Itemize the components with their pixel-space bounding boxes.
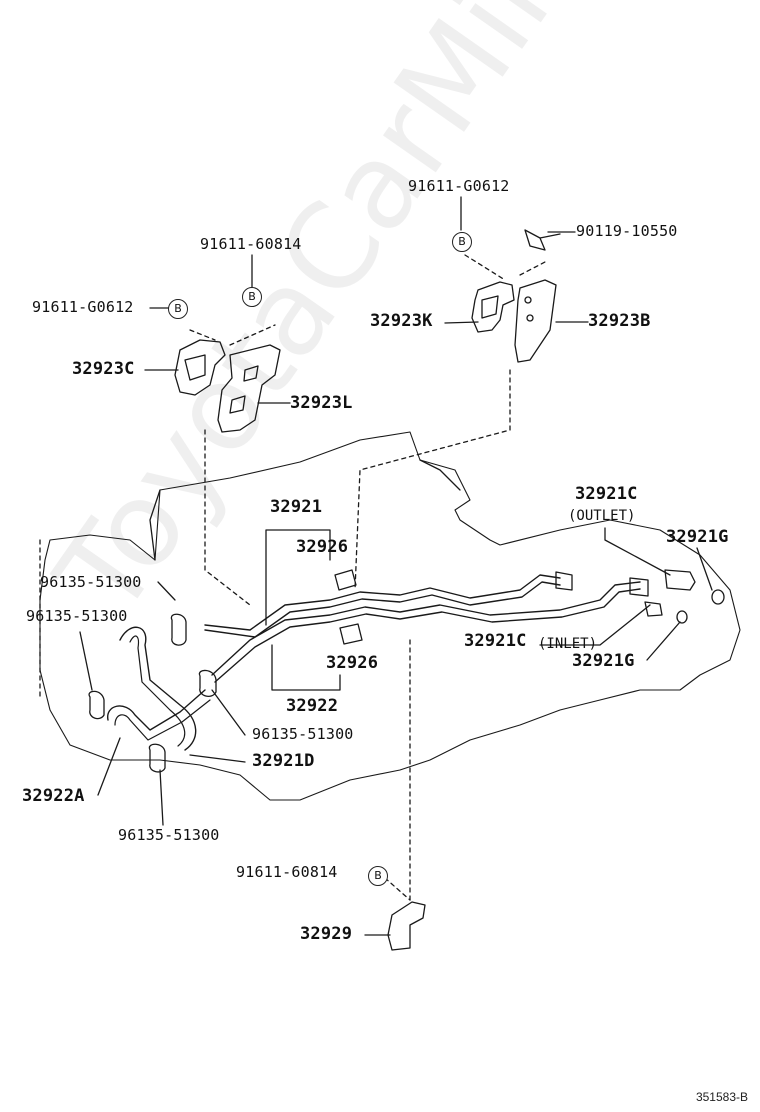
note-outlet: (OUTLET) [568,508,636,524]
dashed-leader-bottom-bolt [384,877,411,901]
bracket-32923b [514,279,557,363]
label-32923k: 32923K [370,311,433,331]
bracket-32923b-hole2 [526,314,534,322]
clamp-c [198,669,217,698]
label-32921c-inlet: 32921C [464,631,527,651]
leader-32921 [265,529,331,626]
label-32922a: 32922A [22,786,85,806]
clamp-a [170,613,187,646]
label-32923c: 32923C [72,359,135,379]
label-32921g-lower: 32921G [572,651,635,671]
sleeve-32926-upper [334,569,357,591]
clamp-d [148,743,166,773]
bracket-32923c-inner [184,354,206,381]
leader-96135-c [211,689,246,736]
label-96135-51300-b: 96135-51300 [26,607,128,625]
bracket-32923k-inner [481,295,499,319]
note-inlet: (INLET) [538,636,598,652]
catalog-code: 351583-B [695,1090,748,1104]
label-32929: 32929 [300,924,353,944]
label-91611-g0612-right: 91611-G0612 [408,177,510,195]
bracket-32929 [387,901,426,951]
dashed-leader-left-3 [189,329,216,341]
pipe-32922-bottom [214,588,641,683]
label-32921: 32921 [270,497,323,517]
leader-32921d [189,754,246,763]
label-32926-upper: 32926 [296,537,349,557]
engine-outline [39,431,741,801]
label-96135-51300-c: 96135-51300 [252,725,354,743]
engine-detail-1 [419,459,461,491]
bolt-marker-b-bottom: B [368,866,388,886]
engine-inner-line [149,489,161,561]
bolt-marker-b-left: B [168,299,188,319]
bracket-32923k [471,281,515,333]
bracket-32923b-hole1 [524,296,532,304]
label-32923b: 32923B [588,311,651,331]
bolt-marker-b-right: B [452,232,472,252]
fitting-32921c-inlet-b [644,601,663,617]
hose-32921d [119,626,197,751]
oring-32921g-lower [676,610,688,624]
sleeve-32926-lower [339,623,363,645]
bracket-32923l-slot [243,365,259,382]
fitting-32921c-outlet-b [664,569,696,591]
leader-32923k [444,321,479,324]
hose-32922a-inner [114,699,211,741]
leader-96135-d [159,769,164,826]
dashed-leader-left-2 [229,324,276,346]
pipe-32921-top [204,574,561,631]
label-91611-60814-top: 91611-60814 [200,235,302,253]
label-96135-51300-a: 96135-51300 [40,573,142,591]
label-96135-51300-d: 96135-51300 [118,826,220,844]
fitting-32921c-inlet-a [629,577,649,597]
fitting-32921c-outlet [555,571,573,591]
label-32921c-outlet: 32921C [575,484,638,504]
bracket-32923c [174,339,226,396]
pipe-32922-top [211,581,641,676]
leader-32921g-lower [646,621,681,661]
dashed-leader-right-1 [354,369,511,591]
dashed-leader-left-1 [204,429,251,606]
leader-32922a [97,737,121,796]
leader-32921c-outlet [604,527,671,576]
label-91611-60814-bottom: 91611-60814 [236,863,338,881]
leader-96135-a [157,581,176,601]
hose-32922a [107,689,206,731]
label-32921d: 32921D [252,751,315,771]
label-32926-lower: 32926 [326,653,379,673]
bolt-90119 [524,229,561,251]
label-32923l: 32923L [290,393,353,413]
dashed-leader-right-3 [519,261,546,276]
leader-32921c-inlet [539,604,651,646]
bracket-32923l [217,344,281,433]
pipe-32921-bottom [204,581,561,638]
dashed-leader-right-2 [464,254,506,281]
leader-32921g-upper [696,547,713,591]
label-32921g-upper: 32921G [666,527,729,547]
leader-96135-b [79,631,93,691]
oring-32921g-upper [711,589,725,605]
leader-32922 [271,644,341,691]
bracket-32923l-slot2 [229,395,246,414]
hose-32921d-inner [129,635,186,747]
label-91611-g0612-left: 91611-G0612 [32,298,134,316]
bolt-marker-b-top: B [242,287,262,307]
clamp-b [88,690,105,720]
label-90119-10550: 90119-10550 [576,222,678,240]
label-32922: 32922 [286,696,339,716]
